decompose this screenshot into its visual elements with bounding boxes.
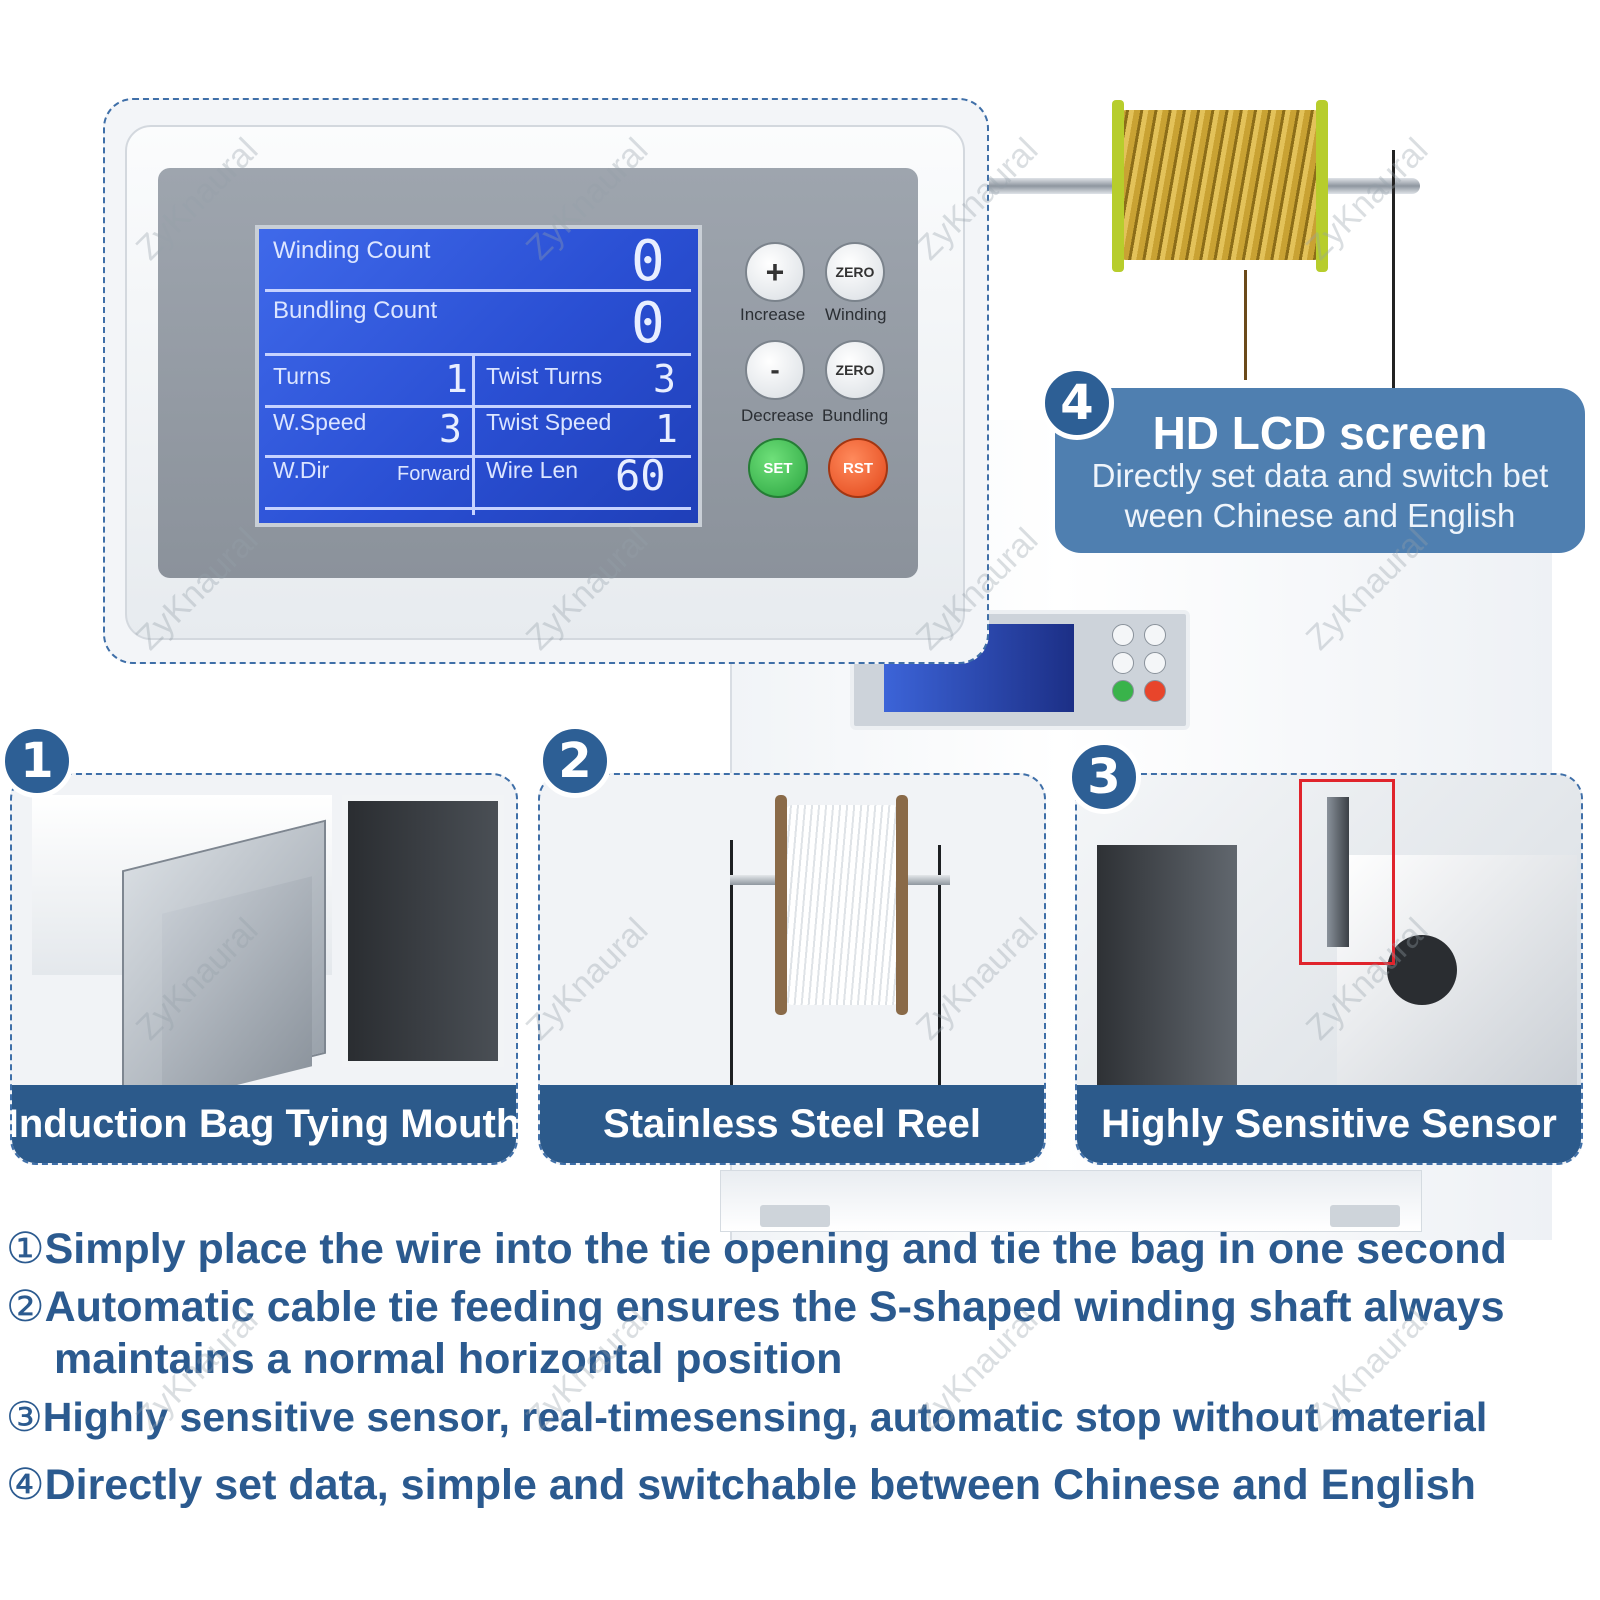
winding-count-label: Winding Count <box>273 237 431 264</box>
feature-card-sensor: Highly Sensitive Sensor <box>1075 773 1583 1165</box>
turns-value: 1 <box>445 357 468 401</box>
card-caption: Induction Bag Tying Mouth <box>12 1085 516 1163</box>
lcd-divider <box>265 289 691 292</box>
machine-base <box>720 1170 1422 1232</box>
wire-len-value: 60 <box>615 451 666 500</box>
mini-button[interactable] <box>1144 624 1166 646</box>
feature-text: Highly sensitive sensor, real-timesensin… <box>42 1394 1488 1440</box>
feature-marker: ② <box>6 1283 45 1331</box>
twist-speed-label: Twist Speed <box>486 409 612 435</box>
wire-strand <box>1244 270 1247 380</box>
machine-foot <box>760 1205 830 1227</box>
bundling-count-label: Bundling Count <box>273 297 438 324</box>
reel-flange <box>1316 100 1328 272</box>
lcd-divider <box>265 507 691 510</box>
machine-foot <box>1330 1205 1400 1227</box>
gear-image <box>1387 935 1457 1005</box>
feature-item-4: ④Directly set data, simple and switchabl… <box>6 1458 1476 1513</box>
callout-description: Directly set data and switch bet ween Ch… <box>1091 457 1549 534</box>
lcd-divider <box>265 455 691 458</box>
mechanism-image <box>1337 855 1577 1095</box>
badge-number-4: 4 <box>1040 366 1114 440</box>
feature-card-bag-tying-mouth: Induction Bag Tying Mouth <box>10 773 518 1165</box>
decrease-caption: Decrease <box>741 406 814 425</box>
lcd-divider <box>265 405 691 408</box>
feature-item-2: ②Automatic cable tie feeding ensures the… <box>6 1280 1505 1335</box>
mini-button[interactable] <box>1112 624 1134 646</box>
white-wire-spool-image <box>785 805 900 1005</box>
badge-number-2: 2 <box>538 724 612 798</box>
feature-text: Simply place the wire into the tie openi… <box>44 1225 1507 1273</box>
gold-wire-spool <box>1120 110 1320 260</box>
reel-flange <box>1112 100 1124 272</box>
wspeed-label: W.Speed <box>273 409 367 435</box>
proximity-sensor-image <box>1327 797 1349 947</box>
wdir-value: Forward <box>397 463 471 485</box>
lcd-screen: Winding Count 0 Bundling Count 0 Turns 1… <box>255 225 702 527</box>
wdir-label: W.Dir <box>273 457 330 483</box>
reel-frame-image <box>938 845 941 1095</box>
feature-marker: ④ <box>6 1461 45 1509</box>
twist-turns-label: Twist Turns <box>486 363 603 389</box>
feature-text: Directly set data, simple and switchable… <box>44 1461 1476 1509</box>
wire-len-label: Wire Len <box>486 457 579 483</box>
machine-side-image <box>342 795 504 1067</box>
twist-speed-value: 1 <box>655 407 678 451</box>
wspeed-value: 3 <box>439 407 462 451</box>
increase-button[interactable]: + <box>745 242 805 302</box>
feature-item-2-continued: maintains a normal horizontal position <box>54 1332 842 1387</box>
zero-winding-caption: Winding <box>825 305 887 324</box>
reel-frame-image <box>730 840 733 1095</box>
badge-number-3: 3 <box>1067 740 1141 814</box>
hd-lcd-callout: HD LCD screen Directly set data and swit… <box>1055 388 1585 553</box>
spool-flange-image <box>896 795 908 1015</box>
feature-text: maintains a normal horizontal position <box>54 1335 843 1383</box>
callout-title: HD LCD screen <box>1152 407 1488 459</box>
feature-text: Automatic cable tie feeding ensures the … <box>44 1283 1505 1331</box>
feature-marker: ③ <box>6 1394 43 1440</box>
zero-bundling-caption: Bundling <box>822 406 889 425</box>
mechanism-image <box>1097 845 1237 1095</box>
badge-number-1: 1 <box>0 724 74 798</box>
feature-item-3: ③Highly sensitive sensor, real-timesensi… <box>6 1390 1487 1445</box>
card-caption: Highly Sensitive Sensor <box>1077 1085 1581 1163</box>
feature-card-steel-reel: Stainless Steel Reel <box>538 773 1046 1165</box>
card-caption: Stainless Steel Reel <box>540 1085 1044 1163</box>
set-button[interactable]: SET <box>748 438 808 498</box>
tying-mouth-plate-image <box>162 876 312 1104</box>
wire-guide-rod <box>1392 150 1395 400</box>
rst-button[interactable]: RST <box>828 438 888 498</box>
lcd-divider <box>472 353 475 515</box>
decrease-button[interactable]: - <box>745 340 805 400</box>
mini-button[interactable] <box>1112 652 1134 674</box>
spool-flange-image <box>775 795 787 1015</box>
turns-label: Turns <box>273 363 331 389</box>
twist-turns-value: 3 <box>653 357 676 401</box>
zero-bundling-button[interactable]: ZERO <box>825 340 885 400</box>
bundling-count-value: 0 <box>631 291 665 356</box>
feature-marker: ① <box>6 1225 45 1273</box>
sensor-highlight-box <box>1299 779 1395 965</box>
mini-rst-button[interactable] <box>1144 680 1166 702</box>
feature-item-1: ①Simply place the wire into the tie open… <box>6 1222 1507 1277</box>
mini-set-button[interactable] <box>1112 680 1134 702</box>
mini-button[interactable] <box>1144 652 1166 674</box>
lcd-divider <box>265 353 691 356</box>
zero-winding-button[interactable]: ZERO <box>825 242 885 302</box>
increase-caption: Increase <box>740 305 806 324</box>
winding-count-value: 0 <box>631 229 665 294</box>
